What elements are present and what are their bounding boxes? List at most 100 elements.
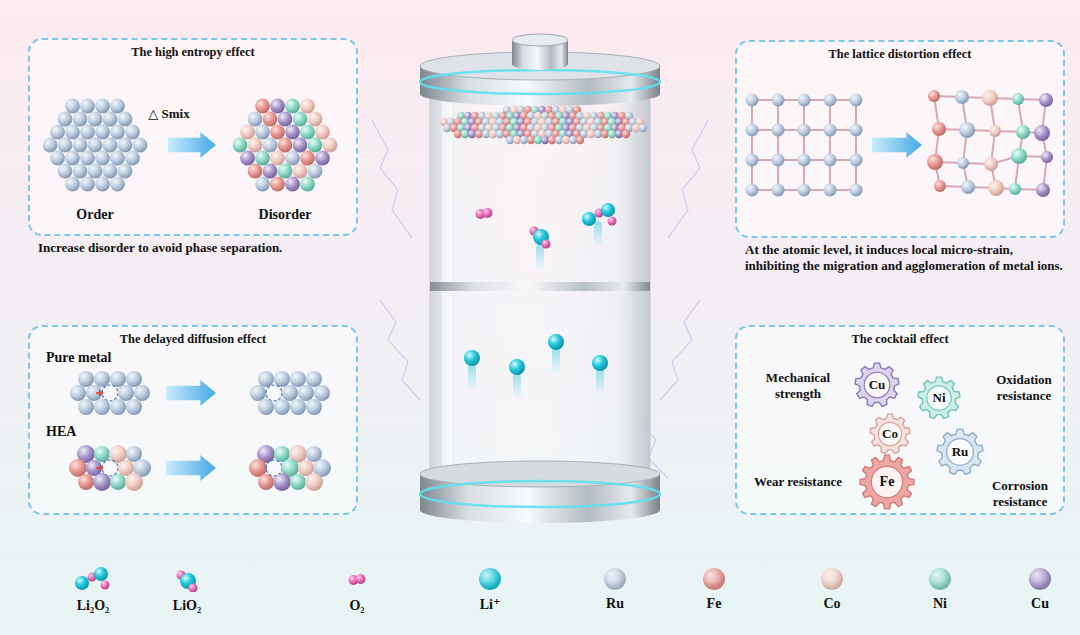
- legend-text: Cu: [1000, 596, 1080, 612]
- gear-hub: [871, 466, 902, 497]
- molecule-icon: [71, 566, 115, 592]
- battery-base-top: [420, 461, 660, 487]
- vacancy: [102, 385, 118, 401]
- atom-sphere: [94, 446, 110, 462]
- atom-sphere: [126, 399, 142, 415]
- atom-sphere: [285, 99, 300, 114]
- atom-sphere: [300, 177, 315, 192]
- atom-sphere: [798, 154, 811, 167]
- legend-item: LiO₂: [147, 566, 227, 614]
- atom-sphere: [50, 125, 65, 140]
- atom-sphere: [258, 474, 274, 490]
- legend-text: LiO₂: [147, 598, 227, 614]
- gear-shape: [918, 377, 960, 418]
- atom-sphere: [65, 151, 80, 166]
- atom-sphere: [95, 177, 110, 192]
- atom-sphere: [110, 151, 125, 166]
- atom-sphere: [80, 125, 95, 140]
- gear-node: Ru: [936, 428, 984, 476]
- gear-node: Ni: [917, 376, 961, 420]
- atom-sphere: [255, 151, 270, 166]
- panel-label: Oxidation resistance: [984, 372, 1064, 403]
- atom-sphere: [78, 474, 94, 490]
- atom-sphere: [1039, 93, 1053, 107]
- gear-hub: [878, 422, 901, 445]
- atom-sphere: [263, 138, 278, 153]
- gear-node: Co: [869, 413, 911, 455]
- atom-sphere: [273, 473, 291, 491]
- atom-sphere: [94, 399, 110, 415]
- atom-sphere: [270, 177, 285, 192]
- atom-sphere: [293, 112, 308, 127]
- gear-label: Fe: [880, 474, 895, 490]
- gear-hub: [864, 372, 890, 398]
- panel-title: The cocktail effect: [737, 332, 1063, 347]
- atom-sphere: [255, 177, 270, 192]
- legend-item: Li₂O₂: [53, 566, 133, 614]
- gear-hub: [927, 386, 951, 410]
- atom-sphere: [772, 94, 785, 107]
- atom-sphere: [270, 125, 285, 140]
- atom-sphere: [772, 124, 785, 137]
- atom-sphere: [315, 125, 330, 140]
- atom-sphere: [118, 385, 134, 401]
- atom-sphere: [285, 177, 300, 192]
- atom-sphere: [746, 154, 759, 167]
- atom-sphere: [850, 124, 863, 137]
- legend-item: Ni: [900, 566, 980, 612]
- motion-trail: [468, 364, 476, 390]
- gear-hub: [947, 439, 974, 466]
- motion-trail: [594, 221, 602, 247]
- atom-sphere: [314, 385, 330, 401]
- atom-sphere: [746, 94, 759, 107]
- atom-sphere: [263, 112, 278, 127]
- legend-text: Ni: [900, 596, 980, 612]
- atom-sphere: [73, 164, 88, 179]
- atom-sphere: [88, 112, 103, 127]
- legend-item: Ru: [575, 566, 655, 612]
- atom-sphere: [622, 130, 630, 138]
- atom-sphere: [95, 125, 110, 140]
- panel-label: HEA: [46, 424, 106, 441]
- atom-sphere: [118, 164, 133, 179]
- atom-sphere: [110, 371, 126, 387]
- atom-sphere: [798, 124, 811, 137]
- atom-sphere: [850, 94, 863, 107]
- atom-sphere: [1009, 183, 1021, 195]
- atom-sphere: [988, 180, 1004, 196]
- atom-sphere: [772, 184, 785, 197]
- atom-sphere: [1034, 125, 1050, 141]
- atom-sphere: [78, 371, 94, 387]
- panel-note: At the atomic level, it induces local mi…: [745, 242, 1063, 275]
- atom-sphere: [850, 154, 863, 167]
- atom-sphere: [125, 151, 140, 166]
- atom-sphere: [255, 99, 270, 114]
- atom-sphere: [850, 184, 863, 197]
- atom-sphere: [50, 151, 65, 166]
- atom-sphere: [308, 112, 323, 127]
- atom-sphere: [274, 399, 290, 415]
- legend-text: Co: [792, 596, 872, 612]
- gear-node: Fe: [859, 454, 915, 510]
- gear-label: Ni: [933, 390, 946, 406]
- gear-shape: [855, 363, 899, 406]
- atom-sphere: [290, 371, 306, 387]
- legend-swatch: [1029, 568, 1051, 590]
- atom-sphere: [989, 125, 1001, 137]
- atom-sphere: [592, 355, 608, 371]
- atom-sphere: [959, 122, 975, 138]
- atom-sphere: [278, 112, 293, 127]
- panel-title: The delayed diffusion effect: [30, 332, 356, 347]
- atom-sphere: [233, 138, 248, 153]
- atom-sphere: [73, 112, 88, 127]
- atom-sphere: [240, 151, 255, 166]
- atom-sphere: [101, 581, 110, 590]
- gear-label: Co: [882, 426, 898, 442]
- atom-sphere: [285, 125, 300, 140]
- atom-sphere: [110, 99, 125, 114]
- panel-label: Pure metal: [46, 350, 146, 367]
- gear-shape: [870, 414, 910, 453]
- atom-sphere: [308, 138, 323, 153]
- panel-label: △ Smix: [136, 106, 202, 122]
